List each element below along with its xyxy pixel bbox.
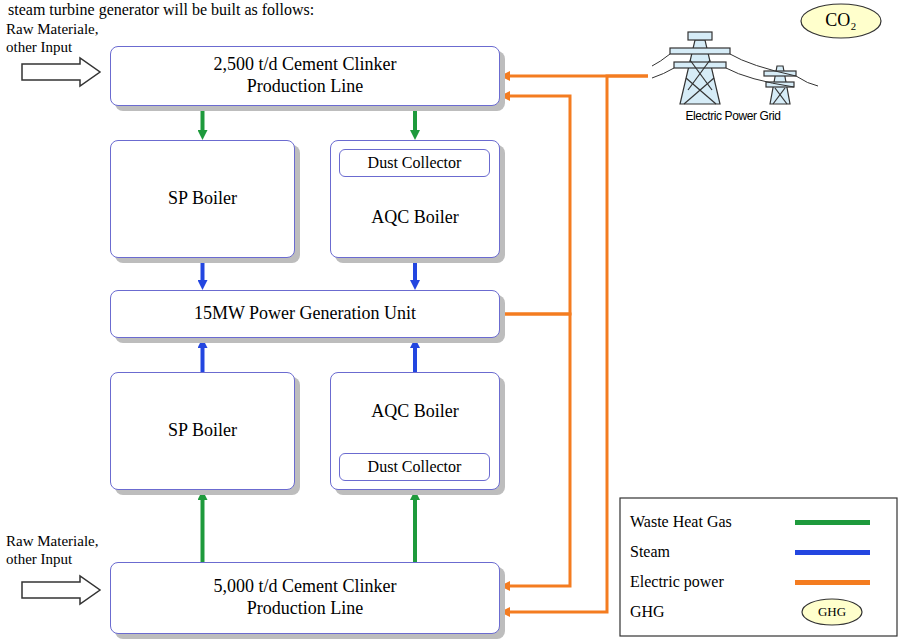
production-line-box: 2,500 t/d Cement Clinker Production Line: [110, 46, 500, 106]
power-line: [500, 314, 570, 586]
legend-text: GHG: [630, 602, 665, 621]
node-text: Electric Power Grid: [648, 109, 818, 123]
pylon-top: [688, 32, 712, 40]
node-text: Dust Collector: [340, 457, 489, 476]
ghg-legend-text: GHG: [802, 604, 862, 620]
legend-text: Waste Heat Gas: [630, 512, 732, 531]
wire: [652, 54, 670, 66]
node-text: 5,000 t/d Cement Clinker Production Line: [190, 576, 420, 619]
node-text: AQC Boiler: [331, 401, 499, 423]
pylon-lattice: [775, 88, 787, 104]
node-text: CO₂: [800, 10, 882, 32]
input-label: Raw Materiale, other Input: [6, 20, 110, 56]
pylon-lattice: [686, 78, 716, 104]
steam-arrow: [413, 258, 417, 280]
node-text: AQC Boiler: [331, 207, 499, 229]
caption-text: steam turbine generator will be built as…: [8, 0, 528, 19]
heat-gas-arrow: [413, 500, 417, 562]
dust-collector-box: Dust Collector: [339, 149, 490, 177]
heat-gas-arrow: [201, 500, 205, 562]
wire: [726, 68, 794, 87]
power-unit-box: 15MW Power Generation Unit: [110, 290, 500, 338]
production-line-box: 5,000 t/d Cement Clinker Production Line: [110, 562, 500, 634]
wire: [730, 54, 796, 76]
pylon-icon: [670, 32, 796, 104]
heat-gas-arrow: [201, 106, 205, 130]
ghg-ellipse: CO₂: [800, 3, 882, 39]
legend-swatch: [795, 550, 870, 555]
pylon-arm: [674, 62, 726, 68]
legend-swatch: [795, 520, 870, 525]
steam-arrow: [413, 348, 417, 372]
ghg-legend-ellipse: [802, 599, 862, 625]
pylon-lattice: [688, 60, 710, 90]
input-label: Raw Materiale, other Input: [6, 532, 110, 568]
wire: [796, 76, 818, 86]
input-arrow: [22, 576, 100, 604]
steam-arrow: [201, 348, 205, 372]
node-text: 15MW Power Generation Unit: [111, 303, 499, 325]
boiler-box: SP Boiler: [110, 372, 295, 490]
pylon-lattice: [773, 88, 785, 104]
boiler-box: SP Boiler: [110, 140, 295, 258]
input-arrow: [22, 58, 100, 86]
power-grid: Electric Power Grid: [648, 14, 818, 126]
ellipse-shape: [801, 4, 881, 38]
pylon-lattice: [690, 60, 712, 90]
boiler-box: AQC Boiler Dust Collector: [330, 140, 500, 258]
power-wires: [652, 54, 818, 87]
pylon-arm: [670, 48, 730, 54]
node-text: 2,500 t/d Cement Clinker Production Line: [190, 54, 420, 97]
node-text: SP Boiler: [111, 420, 294, 442]
pylon-lattice: [684, 78, 714, 104]
legend-text: Electric power: [630, 572, 724, 591]
legend-frame: [620, 498, 897, 636]
steam-arrow: [201, 258, 205, 280]
node-text: Dust Collector: [340, 153, 489, 172]
wire: [652, 68, 674, 78]
legend-swatch: [795, 580, 870, 585]
power-line: [500, 96, 570, 314]
heat-gas-arrow: [413, 106, 417, 130]
dust-collector-box: Dust Collector: [339, 453, 490, 481]
boiler-box: AQC BoilerDust Collector: [330, 372, 500, 490]
power-line: [510, 76, 648, 612]
node-text: SP Boiler: [111, 188, 294, 210]
legend-text: Steam: [630, 542, 670, 561]
